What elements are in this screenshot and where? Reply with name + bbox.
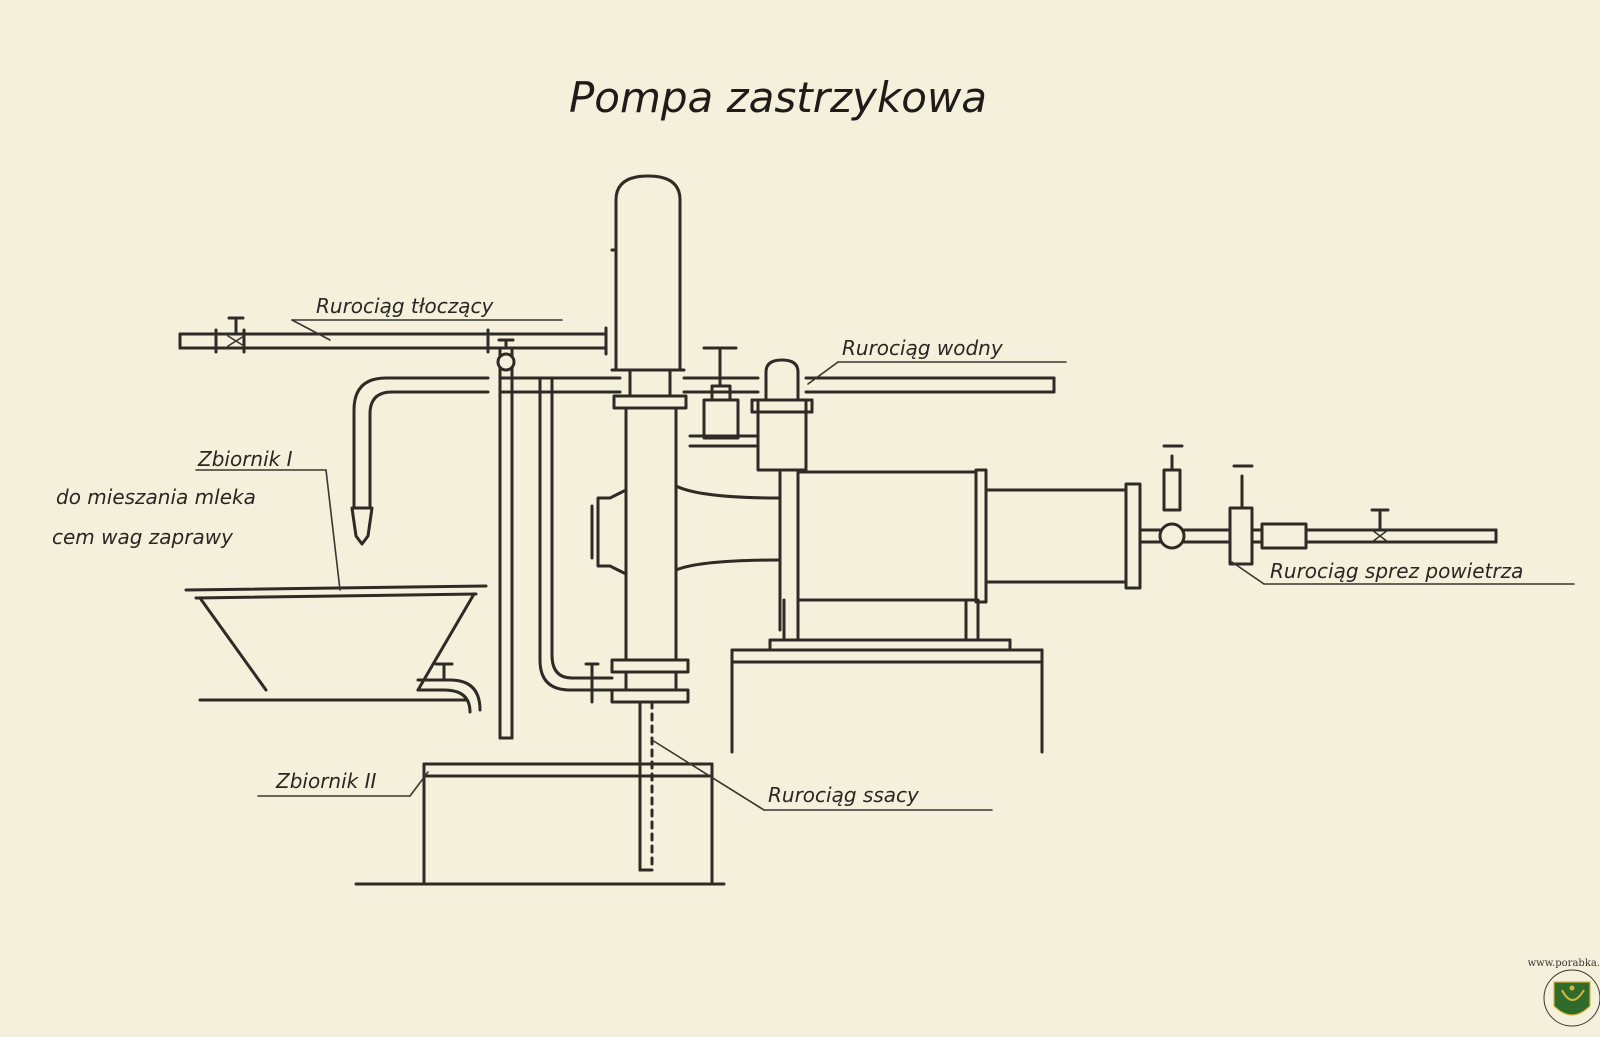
svg-text:Rurociąg sprez powietrza: Rurociąg sprez powietrza: [1270, 559, 1523, 583]
svg-text:Rurociąg wodny: Rurociąg wodny: [842, 336, 1004, 360]
watermark: www.porabka.net: [1528, 958, 1600, 1027]
suction-pipe-label: Rurociąg ssacy: [651, 739, 993, 811]
return-pipe: [496, 338, 516, 740]
delivery-pipe: [178, 326, 608, 356]
pump-connector: [674, 468, 800, 632]
tank-2-label: Zbiornik II: [257, 769, 429, 797]
svg-text:cem wag zaprawy: cem wag zaprawy: [52, 525, 234, 549]
delivery-valve: [227, 316, 245, 347]
suction-pipe: [638, 700, 654, 872]
tank-2: [354, 762, 726, 886]
svg-text:do mieszania mleka: do mieszania mleka: [56, 485, 256, 509]
tank-1-label: Zbiornik I do mieszania mleka cem wag za…: [52, 447, 341, 591]
svg-text:Rurociąg tłoczący: Rurociąg tłoczący: [316, 294, 494, 318]
bypass-pipe: [538, 376, 614, 704]
svg-text:Zbiornik I: Zbiornik I: [197, 447, 293, 471]
diagram-title: Pompa zastrzykowa: [569, 73, 987, 122]
tank-1: [184, 584, 488, 714]
svg-text:Rurociąg ssacy: Rurociąg ssacy: [768, 783, 920, 807]
water-pipe-label: Rurociąg wodny: [807, 336, 1067, 385]
watermark-url: www.porabka.net: [1528, 958, 1600, 969]
air-vessel: [610, 174, 686, 372]
air-pipe: [1250, 508, 1498, 550]
air-pipe-label: Rurociąg sprez powietrza: [1231, 559, 1575, 585]
mixing-pipe: [350, 376, 490, 546]
delivery-pipe-label: Rurociąg tłoczący: [291, 294, 563, 341]
air-control: [1138, 444, 1254, 566]
foundation: [730, 638, 1044, 754]
society-logo: [1543, 969, 1600, 1027]
pump-barrel: [590, 368, 690, 704]
svg-text:Zbiornik II: Zbiornik II: [275, 769, 376, 793]
power-cylinder: [782, 468, 1142, 642]
water-pipe: [498, 376, 1056, 394]
